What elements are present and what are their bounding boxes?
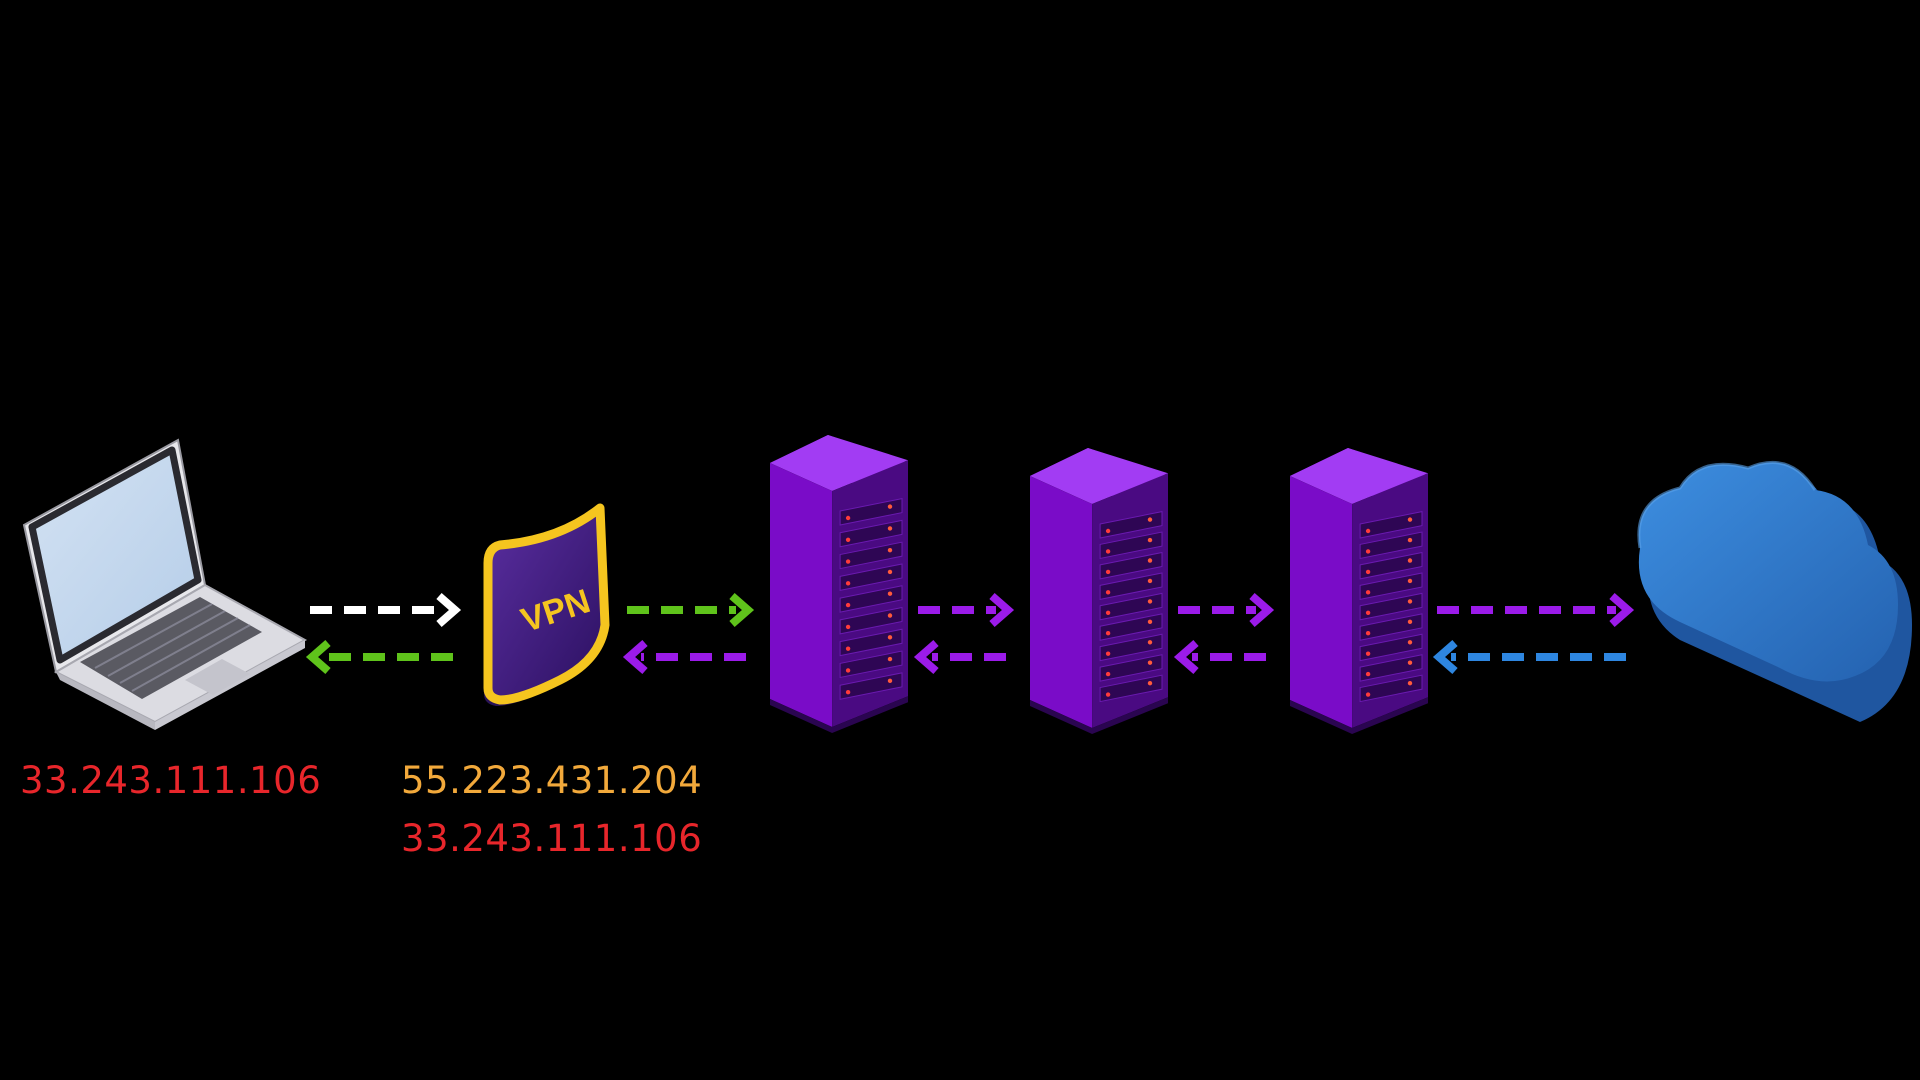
arrow-server-3-to-server-2 [1173,639,1266,675]
server-rack-icon [770,435,908,733]
server-rack-icon [1030,448,1168,734]
cloud-icon [1637,460,1912,722]
vpn-shield-icon: VPN [483,503,610,706]
arrow-cloud-to-server-3 [1432,639,1626,675]
laptop-ip-label: 33.243.111.106 [20,759,322,802]
arrow-server-1-to-vpn [622,639,746,675]
arrow-vpn-to-server-1 [627,592,755,628]
vpn-real-ip-label: 33.243.111.106 [401,817,703,860]
arrow-server-1-to-server-2 [918,592,1015,628]
arrow-laptop-to-vpn [310,592,462,628]
arrow-server-2-to-server-1 [913,639,1006,675]
arrow-server-2-to-server-3 [1178,592,1275,628]
server-rack-icon [1290,448,1428,734]
arrow-vpn-to-laptop [305,639,453,675]
laptop-icon [22,438,308,730]
vpn-ip-label: 55.223.431.204 [401,759,703,802]
arrow-server-3-to-cloud [1437,592,1635,628]
